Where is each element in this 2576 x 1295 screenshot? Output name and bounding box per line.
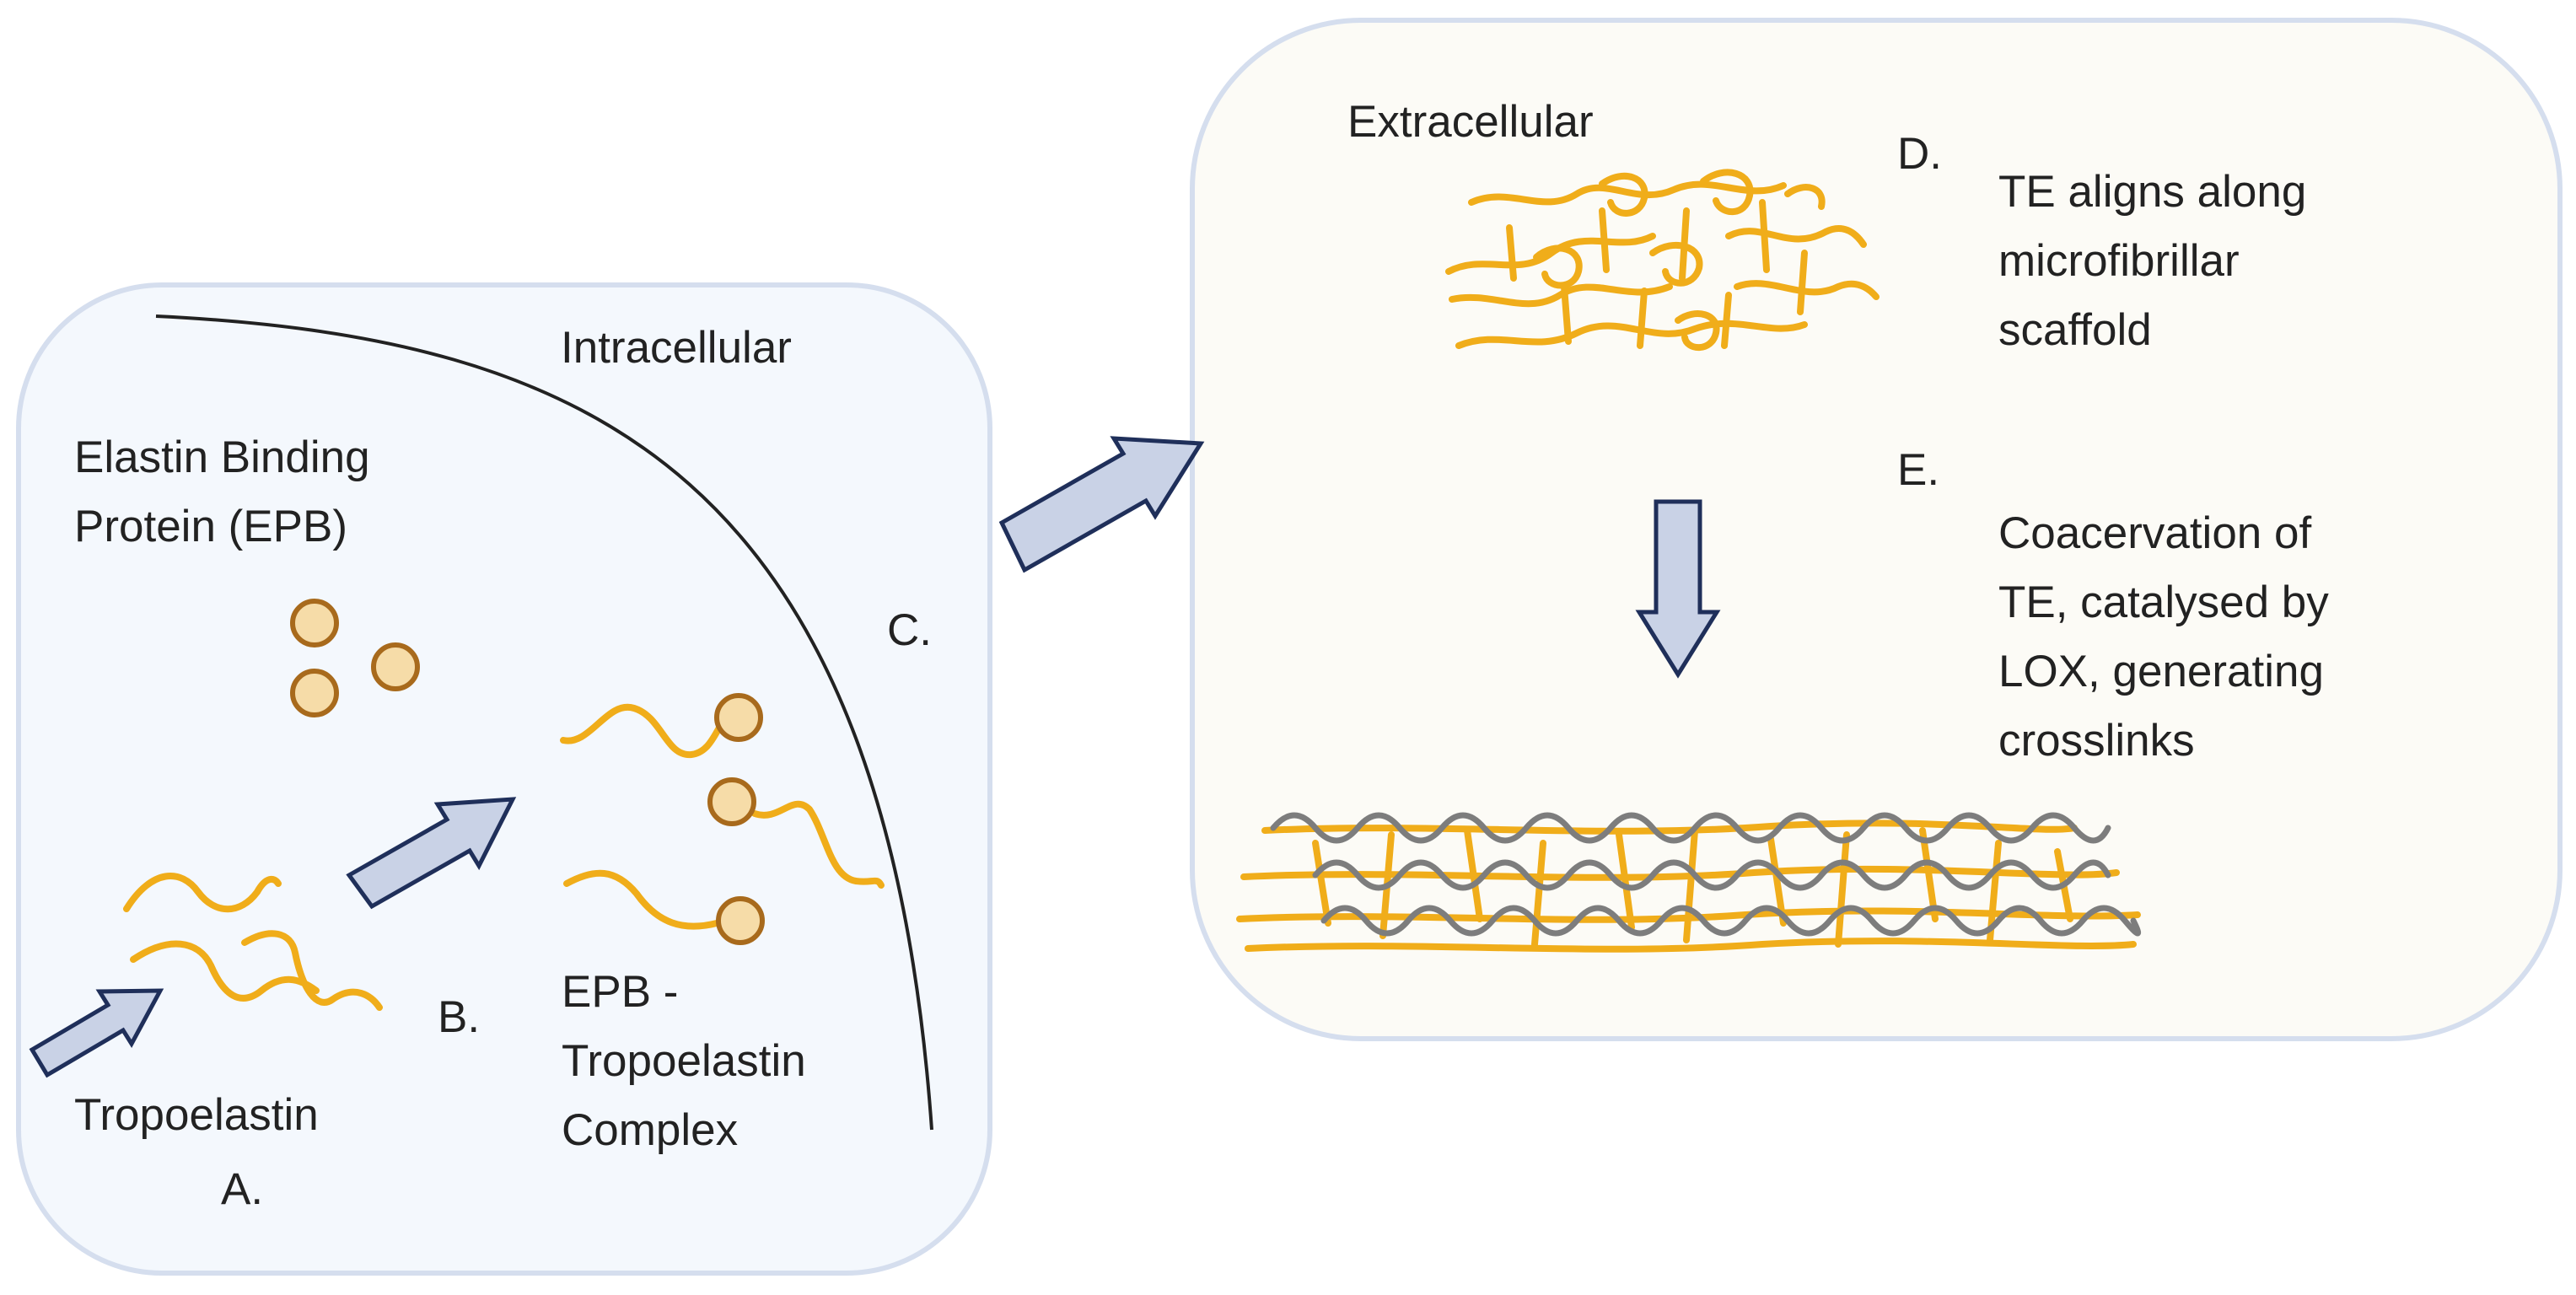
free-tropoelastin-group (123, 873, 383, 1011)
tropoelastin-label: Tropoelastin (74, 1090, 319, 1140)
microfibril (1320, 905, 2142, 937)
tropoelastin-strand (130, 940, 320, 1002)
tangled-tropoelastin (1445, 169, 1880, 352)
complex-label-line-3: Complex (562, 1105, 738, 1155)
extracellular-label: Extracellular (1347, 97, 1594, 147)
step-e-text-line-2: TE, catalysed by (1998, 578, 2329, 627)
step-e-label: E. (1897, 445, 1939, 495)
cell-membrane (155, 314, 933, 1131)
ebp-circle (290, 669, 339, 717)
intracellular-label: Intracellular (561, 323, 792, 373)
tropoelastin-strand (241, 930, 383, 1011)
step-e-text-line-4: crosslinks (1998, 716, 2195, 766)
ebp-circle (290, 599, 339, 648)
step-d-text-line-1: TE aligns along (1998, 167, 2306, 217)
crosslinked-elastic-fiber (1236, 812, 2142, 953)
ebp-tropoelastin-complex-group (560, 693, 885, 945)
complex-label-line-1: EPB - (562, 967, 678, 1017)
step-b-label: B. (438, 992, 480, 1042)
intracellular-panel (16, 282, 992, 1276)
ebp-label-line-2: Protein (EPB) (74, 502, 347, 551)
step-e-text-line-3: LOX, generating (1998, 647, 2324, 696)
step-e-arrow (1635, 499, 1721, 679)
step-d-label: D. (1897, 129, 1942, 179)
complex-ebp-circle (714, 693, 763, 742)
step-d-text-line-2: microfibrillar (1998, 236, 2240, 286)
extracellular-panel (1190, 18, 2563, 1041)
step-c-label: C. (887, 605, 932, 655)
step-a-label: A. (221, 1164, 263, 1214)
tropoelastin-strand (123, 873, 282, 913)
complex-strand (751, 800, 885, 889)
microfibril (1312, 859, 2111, 891)
step-a-arrow (29, 988, 164, 1078)
complex-ebp-circle (707, 777, 756, 826)
step-d-text-line-3: scaffold (1998, 305, 2152, 355)
step-b-arrow (346, 797, 517, 910)
ebp-label-line-1: Elastin Binding (74, 433, 370, 482)
complex-strand (560, 703, 730, 759)
step-c-arrow (998, 436, 1205, 573)
ebp-circle (371, 642, 420, 691)
free-ebp-group (290, 599, 420, 717)
step-e-text-line-1: Coacervation of (1998, 508, 2311, 558)
complex-ebp-circle (716, 896, 765, 945)
microfibril (1270, 812, 2111, 844)
complex-label-line-2: Tropoelastin (562, 1036, 806, 1086)
